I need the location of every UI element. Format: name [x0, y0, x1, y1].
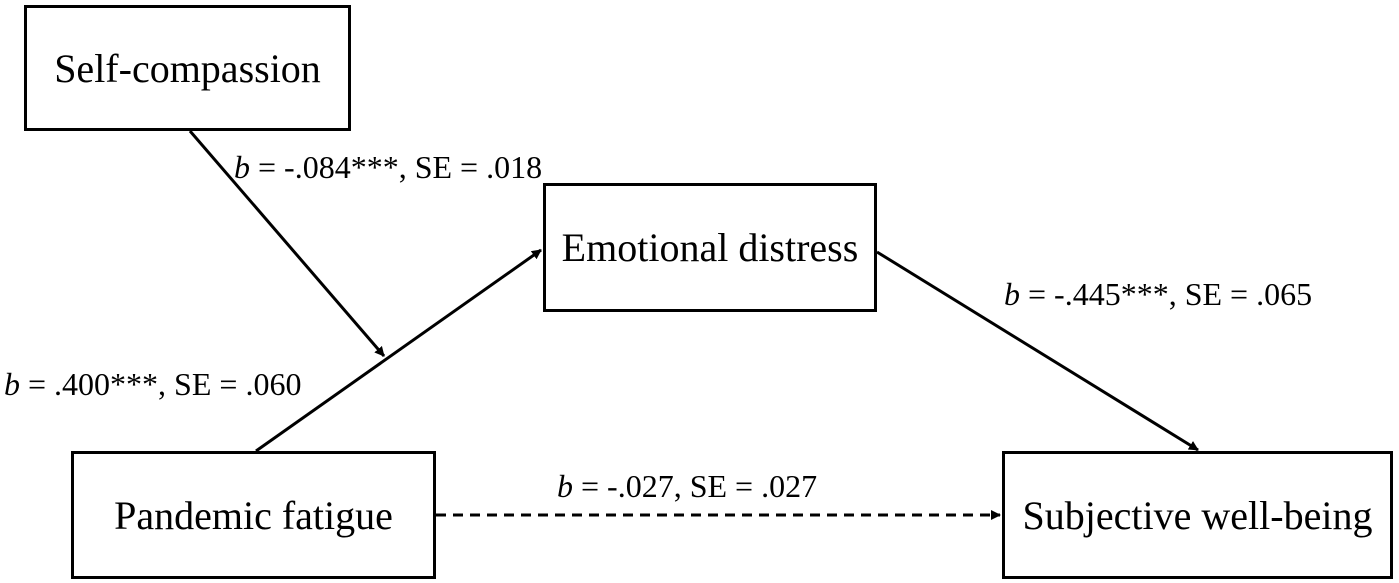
- emotional-distress-box: Emotional distress: [543, 183, 877, 312]
- pandemic-fatigue-label: Pandemic fatigue: [114, 492, 393, 538]
- direct-path-coefficient-label: b = -.027, SE = .027: [557, 470, 817, 502]
- self-compassion-box: Self-compassion: [24, 5, 351, 131]
- moderation-coefficient-label: b = -.084***, SE = .018: [234, 151, 542, 183]
- b-symbol: b: [4, 366, 20, 402]
- emotional-distress-label: Emotional distress: [561, 225, 859, 270]
- a-path-coefficient-label: b = .400***, SE = .060: [4, 368, 301, 400]
- b-symbol: b: [557, 468, 573, 504]
- moderation-arrow: [188, 130, 386, 357]
- a-path-arrow: [255, 248, 542, 453]
- self-compassion-label: Self-compassion: [54, 45, 321, 91]
- subjective-well-being-label: Subjective well-being: [1022, 492, 1373, 538]
- subjective-well-being-box: Subjective well-being: [1002, 451, 1393, 579]
- coefficient-text: = -.084***, SE = .018: [250, 149, 543, 185]
- pandemic-fatigue-box: Pandemic fatigue: [71, 451, 436, 579]
- coefficient-text: = .400***, SE = .060: [20, 366, 302, 402]
- coefficient-text: = -.445***, SE = .065: [1020, 276, 1313, 312]
- b-symbol: b: [234, 149, 250, 185]
- b-path-coefficient-label: b = -.445***, SE = .065: [1004, 278, 1312, 310]
- b-path-arrow: [876, 250, 1199, 452]
- coefficient-text: = -.027, SE = .027: [573, 468, 818, 504]
- b-symbol: b: [1004, 276, 1020, 312]
